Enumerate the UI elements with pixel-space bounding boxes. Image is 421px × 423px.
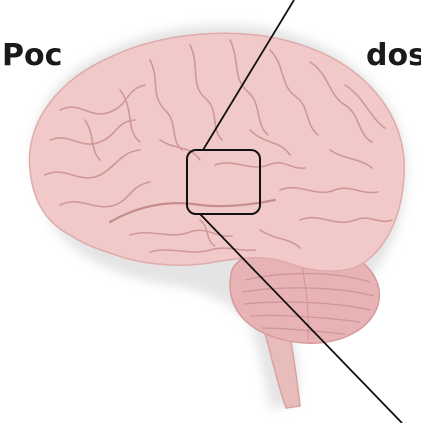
cortex-folds xyxy=(44,39,393,249)
cerebrum xyxy=(28,32,405,272)
caption-left-fragment: Poc xyxy=(2,38,63,73)
zoom-callout-box xyxy=(186,0,403,423)
callout-line-top xyxy=(202,0,295,151)
caption-right-fragment: dos s xyxy=(366,38,421,73)
callout-line-bottom xyxy=(199,213,403,423)
